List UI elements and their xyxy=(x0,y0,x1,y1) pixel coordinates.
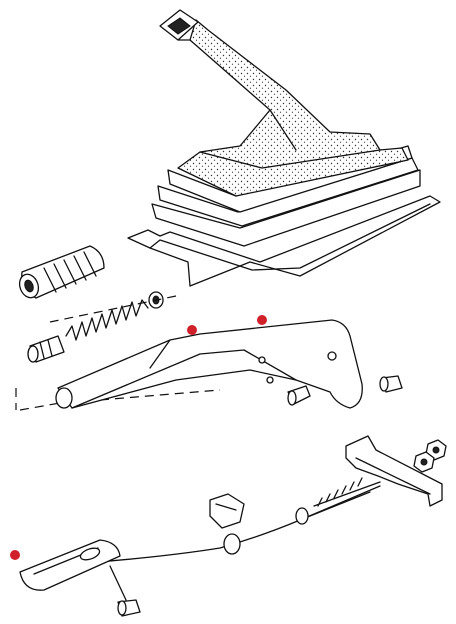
highlight-marker xyxy=(257,315,267,325)
bracket xyxy=(345,435,443,507)
cable-guide xyxy=(19,539,121,591)
highlight-marker xyxy=(10,550,20,560)
gaiter-boot xyxy=(127,9,441,287)
pivot-pin xyxy=(287,375,403,406)
handbrake-lever xyxy=(55,319,363,409)
cable xyxy=(97,477,381,563)
nuts xyxy=(413,439,447,473)
grip-sleeve xyxy=(18,245,105,299)
push-button xyxy=(27,335,65,363)
highlight-marker xyxy=(187,325,197,335)
clip xyxy=(209,493,245,529)
bolt xyxy=(109,565,141,617)
highlight-markers xyxy=(10,315,267,560)
